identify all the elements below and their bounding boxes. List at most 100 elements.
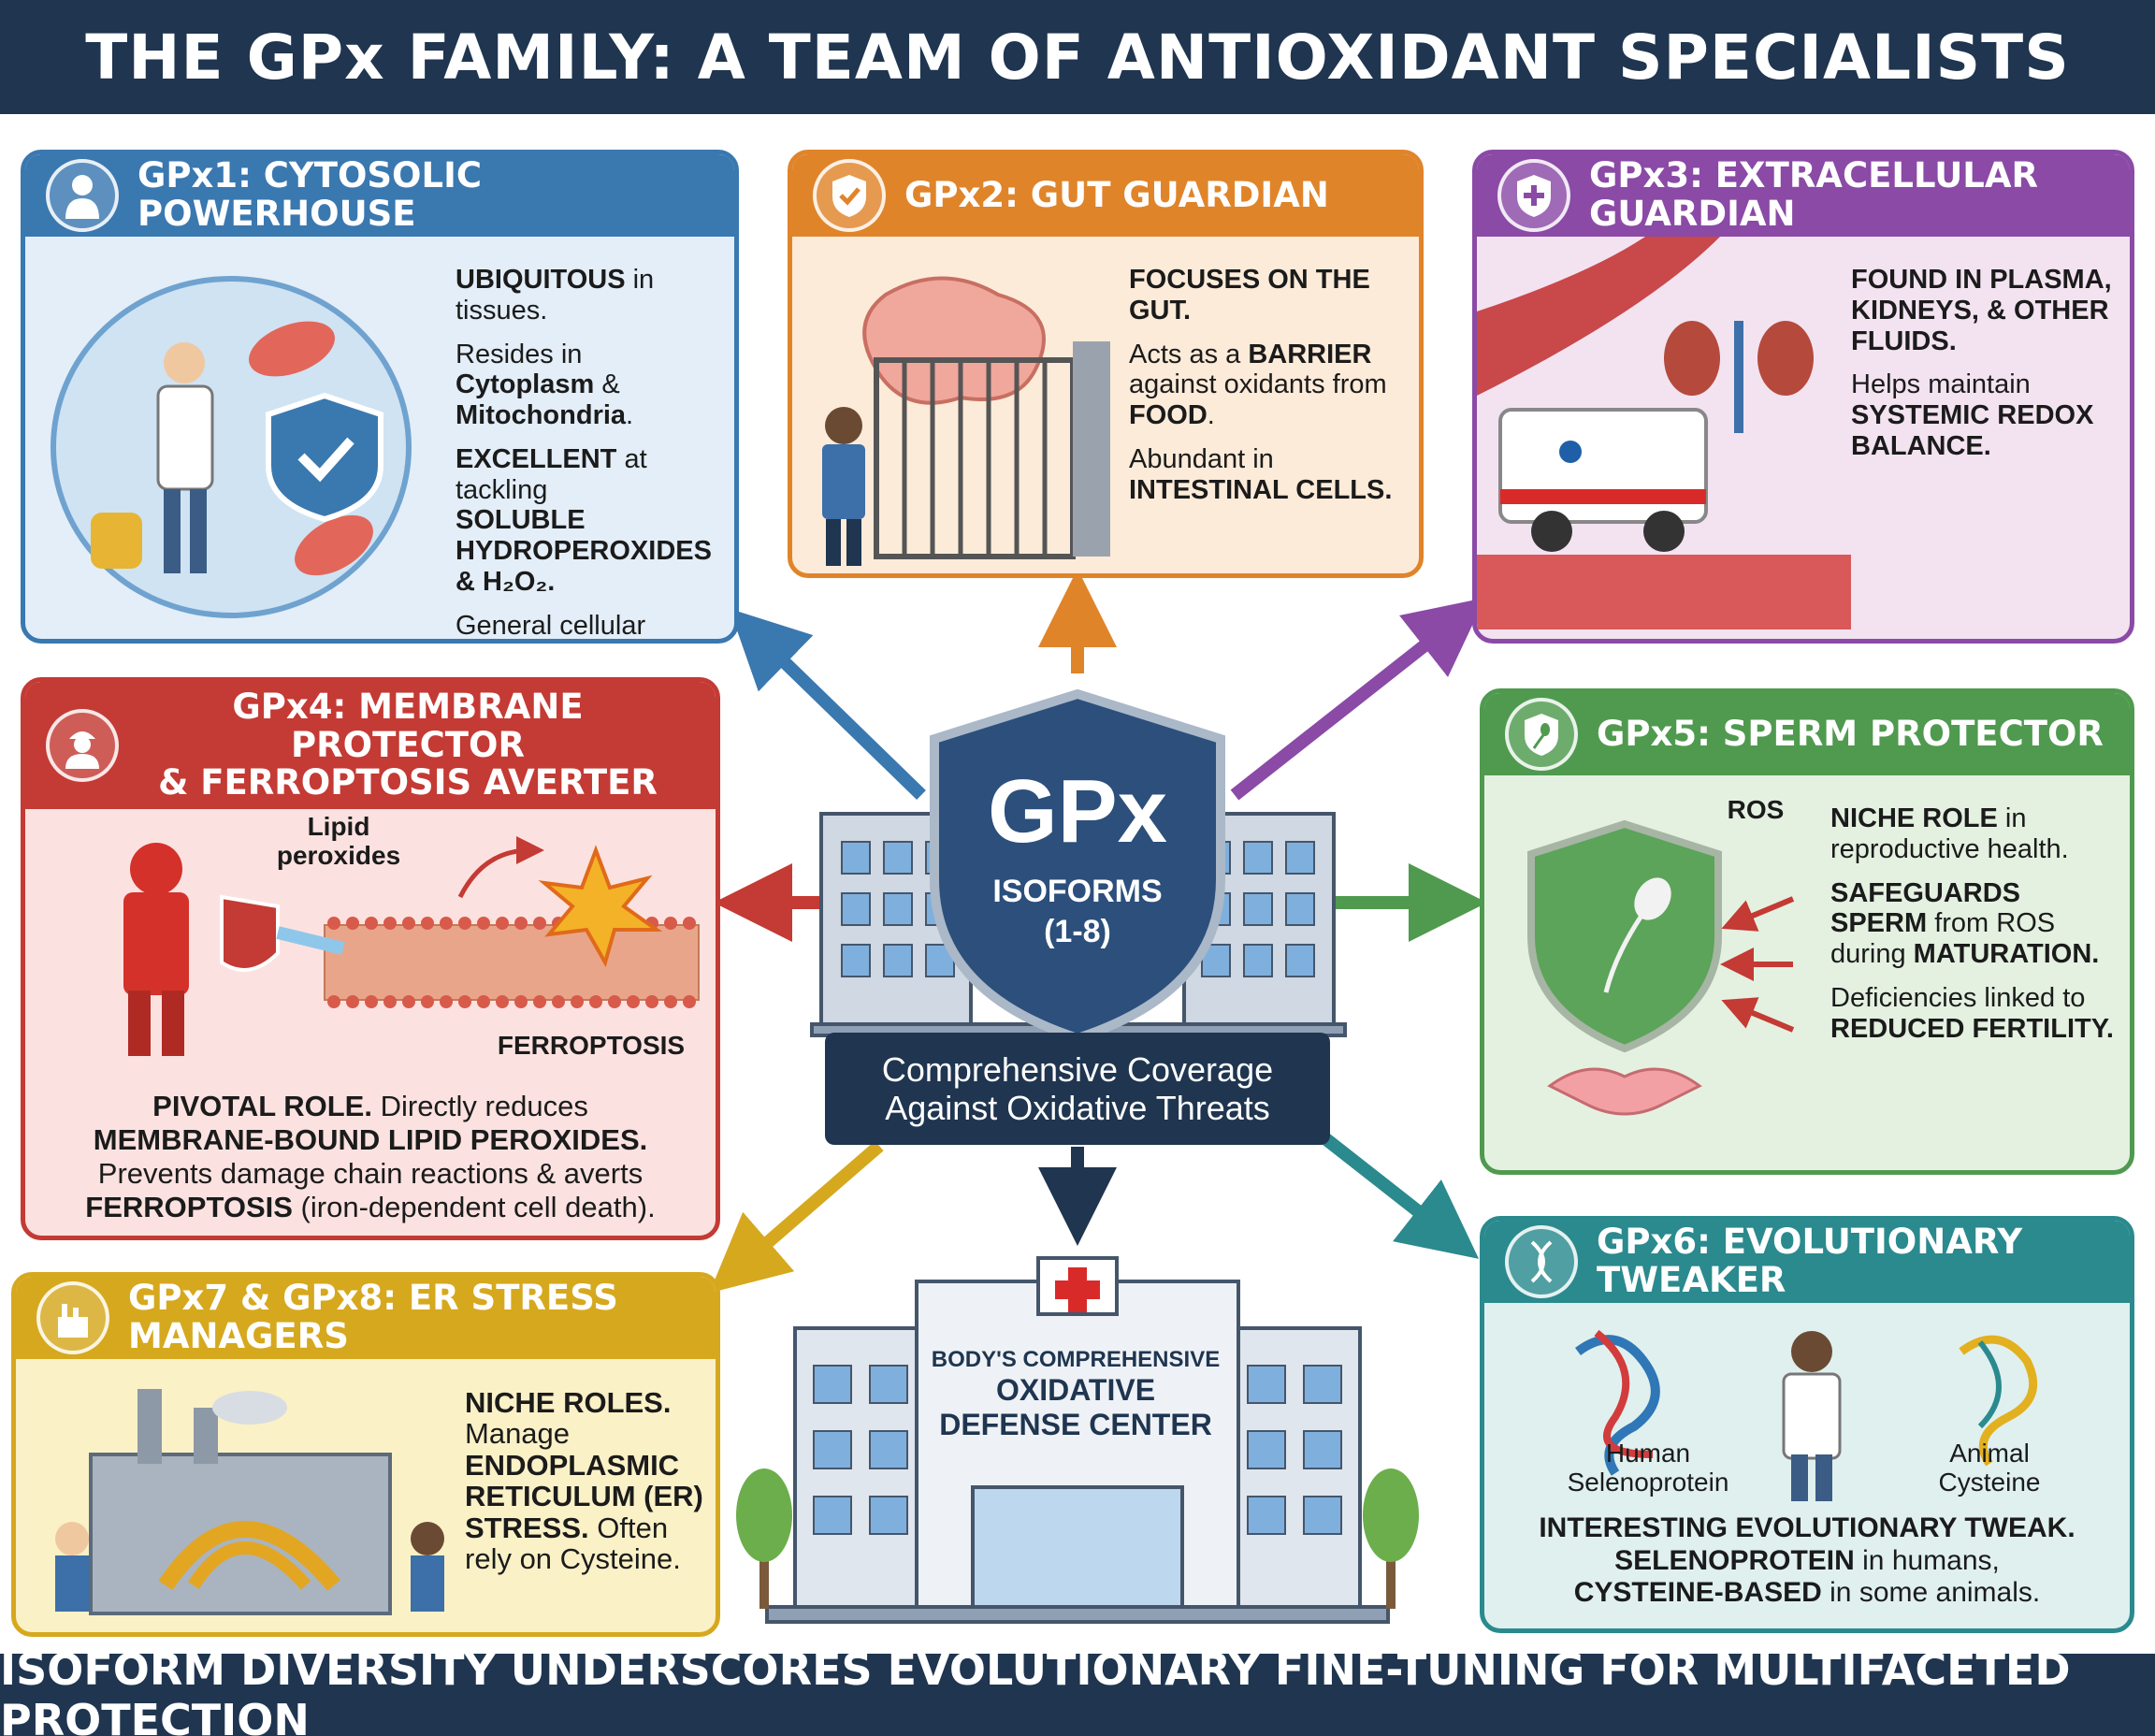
label-human-selenoprotein: Human Selenoprotein	[1567, 1439, 1729, 1497]
gpx1-b3-rest: at tackling	[456, 443, 647, 505]
hq-line3: DEFENSE CENTER	[939, 1407, 1212, 1441]
protein-comparison-illustration	[1575, 1329, 2038, 1501]
gpx5-b1-bold: NICHE ROLE	[1830, 803, 1998, 833]
gpx7-t2: Manage	[465, 1417, 571, 1451]
card-title-line2: & FERROPTOSIS AVERTER	[158, 762, 658, 803]
gpx3-b2-pre: Helps maintain	[1851, 369, 2031, 400]
shield-cross-icon	[1497, 159, 1570, 232]
gpx1-text: UBIQUITOUS in tissues. Resides in Cytopl…	[456, 265, 727, 641]
gpx1-b1-rest: in tissues.	[456, 265, 655, 326]
card-header: GPx4: MEMBRANE PROTECTOR & FERROPTOSIS A…	[25, 682, 716, 809]
gpx4-t3: Prevents damage chain reactions & averts	[97, 1156, 644, 1190]
gpx1-b2-pre: Resides in	[456, 339, 583, 369]
card-header: GPx1: CYTOSOLIC POWERHOUSE	[25, 154, 734, 237]
firefighter-icon	[46, 709, 119, 782]
card-title: GPx3: EXTRACELLULAR GUARDIAN	[1589, 155, 2038, 234]
gpx1-b3-bold: EXCELLENT	[456, 443, 617, 474]
cell-cleanup-illustration	[51, 276, 412, 618]
gpx1-b4: General cellular cleanup.	[456, 610, 646, 641]
gpx4-t1-rest: Directly reduces	[371, 1090, 588, 1122]
gpx2-b3-bold: INTESTINAL CELLS.	[1129, 474, 1393, 505]
gpx1-b2-end: .	[626, 400, 634, 431]
card-header: GPx7 & GPx8: ER STRESS MANAGERS	[16, 1277, 716, 1359]
gpx4-text: PIVOTAL ROLE. Directly reduces MEMBRANE-…	[25, 1090, 716, 1224]
tree-left	[736, 1468, 792, 1609]
gpx2-b3-pre: Abundant in	[1129, 443, 1274, 474]
card-gpx5: GPx5: SPERM PROTECTOR ROS NICHE ROLE in …	[1480, 688, 2134, 1175]
gpx5-b2-rest: from ROS during	[1830, 908, 2056, 970]
gpx1-b2-bold1: Cytoplasm	[456, 369, 595, 400]
gpx2-b2-pre: Acts as a	[1129, 339, 1249, 369]
card-gpx1: GPx1: CYTOSOLIC POWERHOUSE UBIQUITOUS in…	[21, 150, 739, 644]
card-gpx4: GPx4: MEMBRANE PROTECTOR & FERROPTOSIS A…	[21, 677, 720, 1240]
gpx1-b1-bold: UBIQUITOUS	[456, 265, 626, 295]
gpx4-t2-bold: MEMBRANE-BOUND LIPID PEROXIDES.	[93, 1122, 648, 1156]
dna-icon	[1505, 1225, 1578, 1298]
label-ros: ROS	[1727, 795, 1785, 824]
gpx6-t2-rest: in humans,	[1854, 1544, 2000, 1576]
membrane-firefighter-illustration	[123, 836, 700, 1056]
gpx3-b1: FOUND IN PLASMA, KIDNEYS, & OTHER FLUIDS…	[1851, 265, 2112, 356]
gpx5-text: NICHE ROLE in reproductive health. SAFEG…	[1830, 803, 2120, 1057]
gpx2-text: FOCUSES ON THE GUT. Acts as a BARRIER ag…	[1129, 265, 1410, 518]
gpx7-t3-rest: Often rely on Cysteine.	[465, 1511, 681, 1576]
card-header: GPx5: SPERM PROTECTOR	[1484, 693, 2130, 775]
card-title: GPx2: GUT GUARDIAN	[904, 174, 1329, 215]
arrow-to-gpx3	[1230, 598, 1486, 801]
gpx1-b3-tail: & H₂O₂.	[456, 566, 556, 597]
gpx6-text: INTERESTING EVOLUTIONARY TWEAK. SELENOPR…	[1484, 1512, 2130, 1610]
gpx2-b2-bold: BARRIER	[1248, 339, 1372, 369]
gpx1-b2-bold2: Mitochondria	[456, 400, 627, 431]
gut-gate-illustration	[822, 276, 1110, 566]
shield-main: GPx	[987, 761, 1168, 861]
gpx5-b1-rest: in reproductive health.	[1830, 803, 2069, 864]
page-title: THE GPx FAMILY: A TEAM OF ANTIOXIDANT SP…	[0, 0, 2155, 114]
gpx1-b3-bold2: SOLUBLE HYDROPEROXIDES	[456, 505, 712, 567]
caption-line2: Against Oxidative Threats	[885, 1089, 1270, 1127]
card-title: GPx1: CYTOSOLIC POWERHOUSE	[137, 155, 483, 234]
gpx3-text: FOUND IN PLASMA, KIDNEYS, & OTHER FLUIDS…	[1851, 265, 2122, 475]
card-header: GPx3: EXTRACELLULAR GUARDIAN	[1477, 154, 2130, 237]
hq-sign: BODY'S COMPREHENSIVE OXIDATIVE DEFENSE C…	[926, 1347, 1225, 1442]
arrow-to-gpx7	[709, 1140, 884, 1294]
label-lipid-peroxides: Lipid peroxides	[276, 812, 401, 870]
gpx5-b3-pre: Deficiencies linked to	[1830, 982, 2086, 1013]
card-title: GPx7 & GPx8: ER STRESS MANAGERS	[128, 1278, 618, 1356]
card-gpx7-gpx8: GPx7 & GPx8: ER STRESS MANAGERS NICHE RO…	[11, 1272, 720, 1637]
label-animal-cysteine: Animal Cysteine	[1938, 1439, 2041, 1497]
doctor-icon	[46, 159, 119, 232]
gpx7-text: NICHE ROLES. Manage ENDOPLASMIC RETICULU…	[465, 1386, 716, 1576]
gpx6-t2-bold: SELENOPROTEIN	[1614, 1544, 1855, 1576]
hq-line1: BODY'S COMPREHENSIVE	[931, 1347, 1221, 1372]
factory-icon	[36, 1281, 109, 1354]
arrow-to-gpx1	[729, 608, 926, 801]
gpx5-b3-bold: REDUCED FERTILITY.	[1830, 1013, 2114, 1044]
gpx6-t1: INTERESTING EVOLUTIONARY TWEAK.	[1539, 1512, 2075, 1543]
gpx3-b2-bold: SYSTEMIC REDOX BALANCE.	[1851, 400, 2094, 461]
card-title: GPx4: MEMBRANE PROTECTOR & FERROPTOSIS A…	[137, 686, 678, 803]
gpx2-b2-bold2: FOOD	[1129, 400, 1208, 431]
gpx5-b2-bold2: MATURATION.	[1913, 939, 2100, 970]
gpx7-t3-bold: ENDOPLASMIC RETICULUM (ER) STRESS.	[465, 1448, 703, 1544]
tree-right	[1363, 1468, 1419, 1609]
bloodstream-ambulance-illustration	[1477, 237, 1851, 629]
center-caption: Comprehensive Coverage Against Oxidative…	[825, 1033, 1330, 1145]
gpx4-t4-bold: FERROPTOSIS	[85, 1190, 293, 1223]
card-title-line1: GPx4: MEMBRANE PROTECTOR	[232, 686, 584, 765]
label-ferroptosis: FERROPTOSIS	[497, 1031, 686, 1060]
shield-check-icon	[813, 159, 886, 232]
gpx2-b2-mid: against oxidants from	[1129, 369, 1387, 400]
card-title: GPx5: SPERM PROTECTOR	[1597, 713, 2104, 754]
sperm-shield-icon	[1505, 698, 1578, 771]
shield-sub2: (1-8)	[1044, 914, 1111, 949]
card-header: GPx2: GUT GUARDIAN	[792, 154, 1419, 237]
gpx6-t3-rest: in some animals.	[1821, 1577, 2041, 1608]
arrow-to-gpx6	[1300, 1117, 1480, 1259]
card-gpx3: GPx3: EXTRACELLULAR GUARDIAN FOUND IN PL…	[1472, 150, 2134, 644]
gpx7-t1: NICHE ROLES.	[465, 1386, 672, 1419]
card-gpx6: GPx6: EVOLUTIONARY TWEAKER Human Selenop…	[1480, 1216, 2134, 1633]
gpx5-b2-bold: SAFEGUARDS SPERM	[1830, 877, 2021, 939]
footer-banner: ISOFORM DIVERSITY UNDERSCORES EVOLUTIONA…	[0, 1644, 2155, 1736]
sperm-shield-illustration	[1527, 819, 1795, 1116]
